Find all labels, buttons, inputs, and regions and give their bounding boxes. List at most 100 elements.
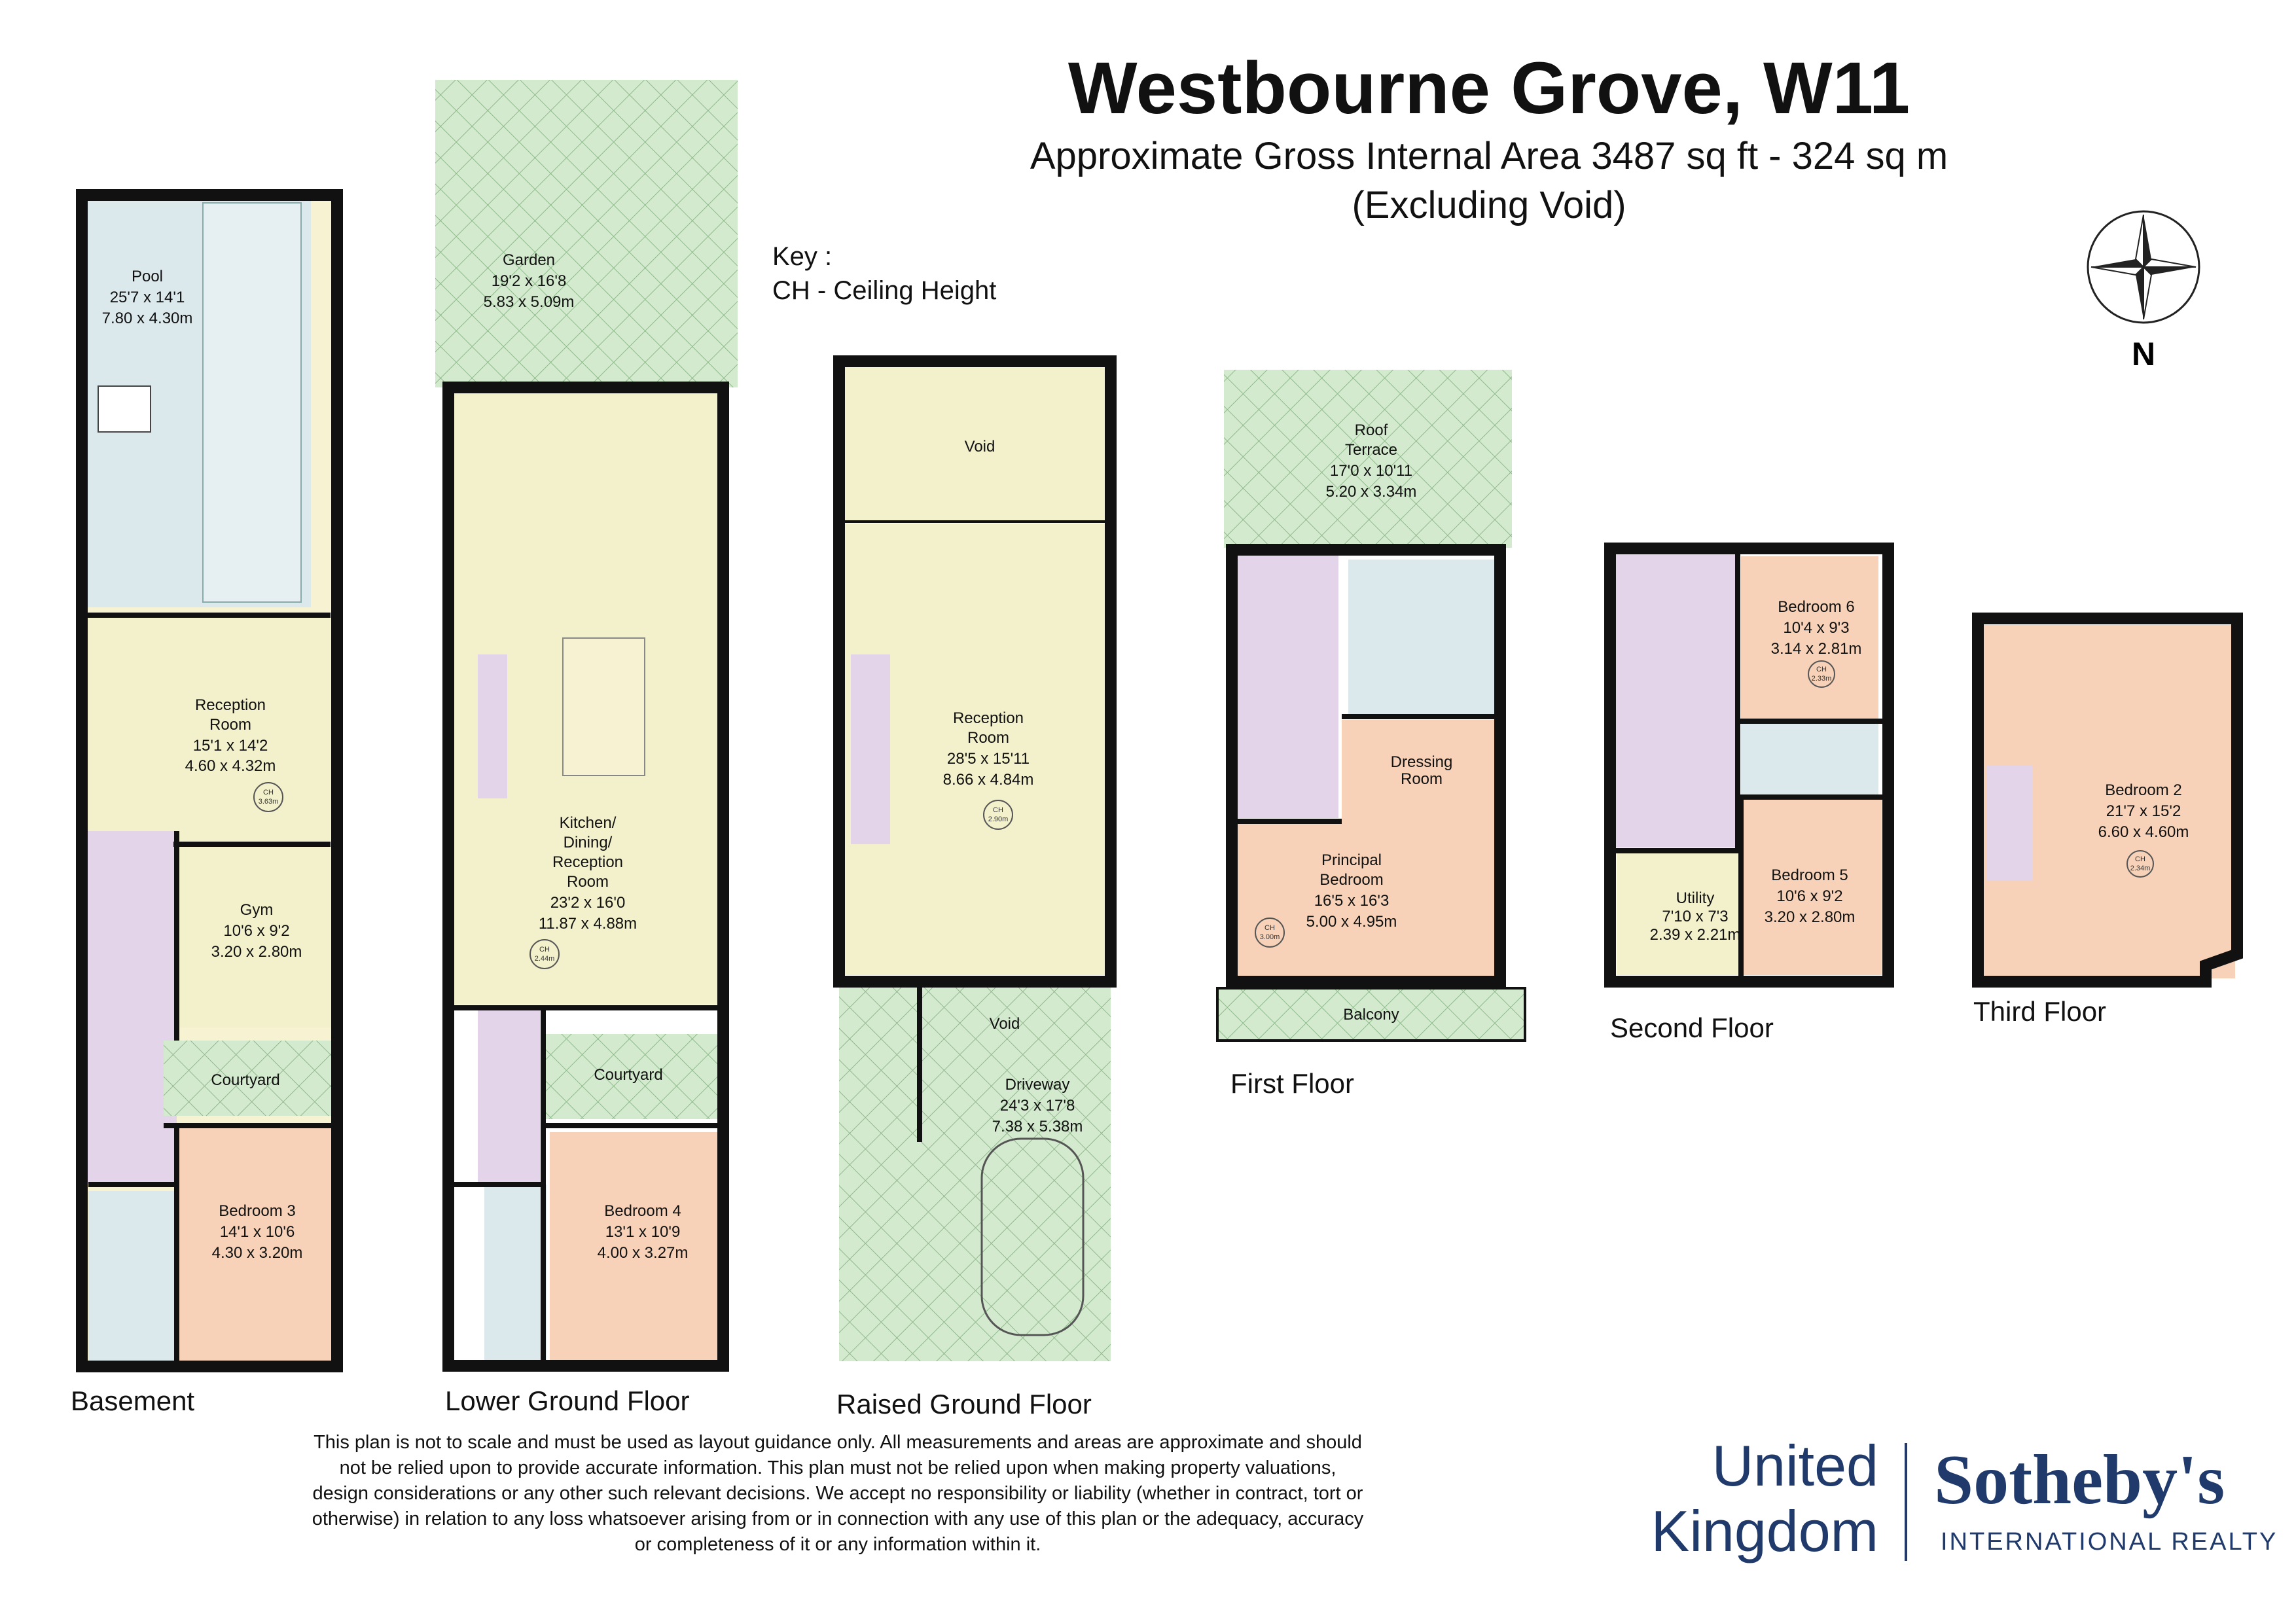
reception-raised-label: Reception: [953, 709, 1024, 727]
balcony-label: Balcony: [1343, 1006, 1399, 1024]
svg-text:Reception: Reception: [552, 853, 623, 871]
lower-ground-courtyard: [543, 1034, 726, 1119]
driveway-label: Driveway: [1005, 1076, 1070, 1094]
svg-text:CH: CH: [2135, 855, 2145, 863]
bedroom-2-label: Bedroom 2: [2105, 781, 2181, 799]
logo-brand: Sotheby's: [1934, 1441, 2225, 1519]
svg-text:23'2 x 16'0: 23'2 x 16'0: [550, 894, 626, 912]
svg-text:7'10 x 7'3: 7'10 x 7'3: [1662, 908, 1728, 925]
third-floor-plan: [1972, 613, 2243, 988]
svg-text:14'1 x 10'6: 14'1 x 10'6: [220, 1223, 295, 1241]
svg-text:25'7 x 14'1: 25'7 x 14'1: [110, 289, 185, 306]
svg-text:7.38 x 5.38m: 7.38 x 5.38m: [992, 1118, 1083, 1135]
floor-label-second: Second Floor: [1610, 1012, 1774, 1043]
floor-label-raised-ground: Raised Ground Floor: [836, 1389, 1092, 1419]
courtyard-lower-ground-label: Courtyard: [594, 1066, 662, 1084]
svg-text:Room: Room: [567, 873, 609, 891]
bedroom-5-label: Bedroom 5: [1771, 866, 1848, 884]
svg-text:Room: Room: [967, 729, 1009, 747]
svg-text:2.34m: 2.34m: [2130, 865, 2151, 872]
roof-terrace-label: Roof: [1355, 421, 1388, 439]
raised-ground-plan: [833, 355, 1117, 1361]
svg-text:19'2 x 16'8: 19'2 x 16'8: [492, 272, 567, 290]
floor-label-basement: Basement: [71, 1385, 194, 1416]
area-note: (Excluding Void): [1352, 184, 1626, 226]
svg-text:21'7 x 15'2: 21'7 x 15'2: [2106, 802, 2181, 820]
balcony-area: [1216, 987, 1526, 1042]
svg-text:16'5 x 16'3: 16'5 x 16'3: [1314, 892, 1390, 910]
logo-divider: [1905, 1443, 1907, 1561]
svg-text:24'3 x 17'8: 24'3 x 17'8: [1000, 1097, 1075, 1115]
svg-text:2.90m: 2.90m: [988, 815, 1009, 823]
room-labels: Pool 25'7 x 14'1 7.80 x 4.30m Reception …: [102, 251, 2189, 1262]
svg-text:Room: Room: [209, 716, 251, 734]
svg-text:13'1 x 10'9: 13'1 x 10'9: [605, 1223, 681, 1241]
svg-text:CH: CH: [1816, 666, 1827, 673]
compass-label: N: [2132, 336, 2155, 372]
page-title: Westbourne Grove, W11: [1067, 47, 1910, 129]
gym-label: Gym: [240, 901, 274, 919]
basement-plan: [76, 189, 343, 1372]
lower-ground-plan: [435, 80, 738, 1372]
svg-text:8.66 x 4.84m: 8.66 x 4.84m: [943, 771, 1034, 789]
car-outline: [980, 1137, 1085, 1336]
svg-text:2.33m: 2.33m: [1812, 675, 1832, 683]
disclaimer: This plan is not to scale and must be us…: [312, 1432, 1364, 1555]
void-top-label: Void: [965, 438, 996, 455]
svg-text:2.39 x 2.21m: 2.39 x 2.21m: [1650, 926, 1741, 944]
kitchen-label: Kitchen/: [560, 814, 617, 832]
bedroom-6-label: Bedroom 6: [1778, 598, 1854, 616]
basement-courtyard: [164, 1041, 337, 1116]
floor-label-third: Third Floor: [1973, 996, 2106, 1027]
svg-text:2.44m: 2.44m: [535, 955, 555, 963]
svg-text:17'0 x 10'11: 17'0 x 10'11: [1330, 462, 1412, 480]
svg-text:4.00 x 3.27m: 4.00 x 3.27m: [598, 1244, 689, 1262]
logo-tagline: INTERNATIONAL REALTY: [1941, 1528, 2278, 1556]
courtyard-basement-label: Courtyard: [211, 1071, 279, 1089]
bedroom-3-label: Bedroom 3: [219, 1202, 295, 1220]
floor-label-lower-ground: Lower Ground Floor: [445, 1385, 690, 1416]
garden-area: [435, 80, 738, 387]
svg-text:Terrace: Terrace: [1345, 441, 1397, 459]
svg-text:5.20 x 3.34m: 5.20 x 3.34m: [1326, 483, 1417, 501]
svg-text:Dining/: Dining/: [564, 834, 613, 851]
svg-text:3.20 x 2.80m: 3.20 x 2.80m: [1765, 908, 1856, 926]
svg-text:28'5 x 15'11: 28'5 x 15'11: [947, 750, 1030, 768]
floor-label-first: First Floor: [1230, 1068, 1354, 1099]
svg-text:CH: CH: [993, 806, 1003, 814]
driveway-area: [839, 985, 1111, 1361]
first-floor-plan: [1216, 370, 1526, 1042]
compass-rose-icon: N: [2087, 210, 2200, 372]
svg-text:6.60 x 4.60m: 6.60 x 4.60m: [2098, 823, 2189, 841]
utility-label: Utility: [1676, 889, 1715, 907]
svg-text:3.14 x 2.81m: 3.14 x 2.81m: [1771, 640, 1862, 658]
svg-text:10'4 x 9'3: 10'4 x 9'3: [1783, 619, 1849, 637]
principal-bedroom-label: Principal: [1321, 851, 1382, 869]
svg-text:5.83 x 5.09m: 5.83 x 5.09m: [484, 293, 575, 311]
key-item: CH - Ceiling Height: [772, 276, 997, 305]
void-driveway-label: Void: [990, 1015, 1020, 1033]
logo-region: United Kingdom: [1651, 1433, 1878, 1563]
svg-text:CH: CH: [1265, 924, 1275, 932]
svg-text:5.00 x 4.95m: 5.00 x 4.95m: [1306, 913, 1397, 931]
svg-text:3.63m: 3.63m: [259, 798, 279, 806]
svg-text:Room: Room: [1401, 770, 1443, 788]
svg-text:3.20 x 2.80m: 3.20 x 2.80m: [211, 943, 302, 961]
svg-text:CH: CH: [263, 789, 274, 796]
svg-text:3.00m: 3.00m: [1260, 933, 1280, 941]
svg-text:Bedroom: Bedroom: [1319, 871, 1383, 889]
area-subtitle: Approximate Gross Internal Area 3487 sq …: [1030, 135, 1948, 177]
floor-labels: Basement Lower Ground Floor Raised Groun…: [71, 996, 2106, 1419]
bedroom-4-label: Bedroom 4: [604, 1202, 681, 1220]
garden-label: Garden: [503, 251, 555, 269]
svg-text:15'1 x 14'2: 15'1 x 14'2: [193, 737, 268, 755]
svg-text:11.87 x 4.88m: 11.87 x 4.88m: [539, 915, 637, 933]
reception-basement-label: Reception: [195, 696, 266, 714]
key-heading: Key :: [772, 242, 833, 271]
svg-text:4.30 x 3.20m: 4.30 x 3.20m: [212, 1244, 303, 1262]
svg-text:10'6 x 9'2: 10'6 x 9'2: [223, 922, 289, 940]
svg-text:CH: CH: [539, 946, 550, 954]
svg-text:7.80 x 4.30m: 7.80 x 4.30m: [102, 310, 193, 327]
dressing-room-label: Dressing: [1391, 753, 1453, 771]
